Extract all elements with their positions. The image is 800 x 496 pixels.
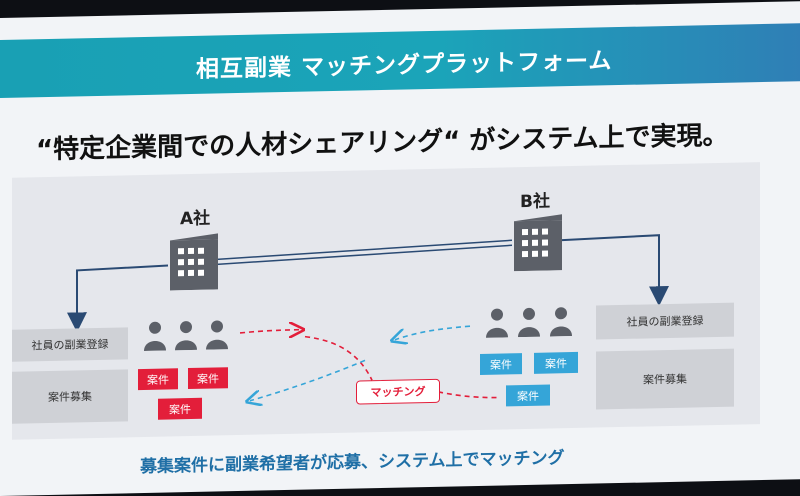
person-icon [550, 307, 572, 337]
building-icon [170, 233, 218, 291]
person-icon [486, 308, 508, 338]
matching-badge: マッチング [356, 378, 440, 405]
company-a-label: A社 [180, 208, 211, 230]
a-registration-arrow [67, 264, 169, 333]
a-recruitment-box: 案件募集 [12, 369, 128, 424]
company-b-label: B社 [520, 191, 550, 213]
a-registration-box: 社員の副業登録 [12, 327, 128, 362]
a-case-tag: 案件 [188, 367, 228, 390]
red-flow-line [437, 391, 501, 399]
company-link-line [214, 244, 513, 266]
company-link-line [214, 239, 513, 261]
person-icon [175, 321, 197, 351]
person-icon [144, 321, 166, 351]
b-case-tag: 案件 [534, 351, 578, 374]
person-icon [518, 307, 540, 338]
b-registration-arrow [559, 234, 669, 307]
blue-flow-arrow [395, 325, 471, 340]
b-recruitment-box: 案件募集 [596, 348, 734, 410]
a-case-tag: 案件 [158, 397, 202, 420]
red-flow-arrow [239, 330, 300, 333]
b-registration-box: 社員の副業登録 [596, 302, 734, 340]
b-case-tag: 案件 [506, 384, 550, 407]
blue-flow-arrow [250, 359, 366, 400]
a-case-tag: 案件 [138, 368, 178, 391]
red-flow-line [304, 335, 373, 381]
person-icon [206, 320, 228, 350]
building-icon [514, 214, 562, 272]
b-case-tag: 案件 [480, 353, 522, 375]
